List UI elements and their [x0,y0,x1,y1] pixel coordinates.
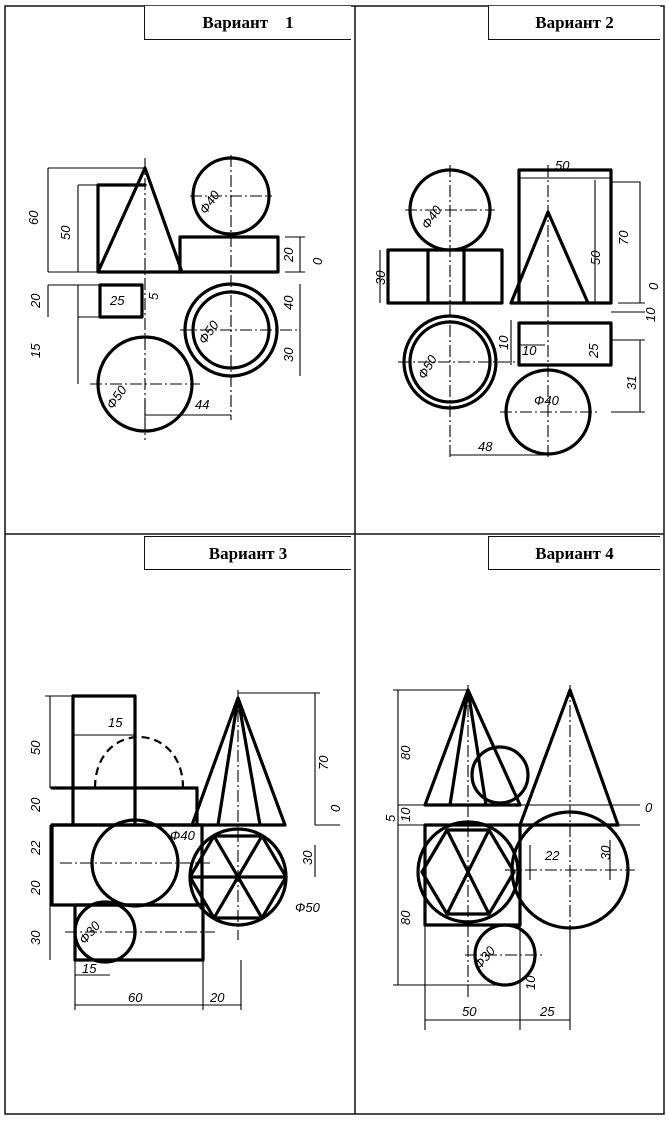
v3-dim-6: 22 [28,840,43,856]
v3-dim-2: 15 [108,715,123,730]
variant-3-title: Вариант 3 [144,536,351,570]
variant-4-drawing: 80 5 10 0 22 30 80 Ф30 10 50 25 [383,685,653,1030]
v2-dim-4: Ф40 [418,202,445,232]
v3-dim-7: 20 [28,880,43,896]
v3-dim-14: 60 [128,990,143,1005]
v1-dim-6: 5 [146,292,161,300]
v3-dim-12: Ф30 [76,918,104,947]
v1-dim-12: Ф50 [103,382,130,412]
v2-dim-5: 30 [373,270,388,285]
v3-dim-1: 50 [28,740,43,755]
v4-dim-10: 50 [462,1004,477,1019]
v1-dim-7: 20 [281,247,296,263]
v4-dim-4: 0 [645,800,653,815]
v2-dim-2: 70 [616,230,631,245]
v4-dim-3: 10 [398,807,413,822]
v3-upper-blocks [50,694,199,827]
v2-dim-14: 48 [478,439,493,454]
v3-dim-15: 20 [209,990,225,1005]
variant-2-title: Вариант 2 [488,6,660,40]
v4-dimension-lines [393,689,640,1030]
v4-circle-hex [416,820,520,924]
variant-1-drawing: 60 50 20 15 25 5 20 0 40 30 Ф50 Ф50 Ф40 … [26,155,325,440]
v2-dim-6: 10 [643,307,658,322]
v4-dim-1: 80 [398,745,413,760]
v1-small-rect [98,283,144,319]
v2-dim-1: 50 [555,158,570,173]
v3-dim-11: Ф50 [295,900,321,915]
variant-3-drawing: 50 15 20 70 0 22 20 30 30 Ф40 Ф50 Ф30 15… [28,690,343,1010]
v3-dim-13: 15 [82,961,97,976]
variant-4-title: Вариант 4 [488,536,660,570]
v3-dim-9: 30 [300,850,315,865]
v1-dim-8: 0 [310,257,325,265]
v1-dim-4: 15 [28,343,43,358]
v1-dim-13: Ф40 [196,187,223,217]
v3-dim-10: Ф40 [170,828,196,843]
v2-dim-8: 10 [496,335,511,350]
v1-cone-projection [96,166,184,274]
v1-dim-14: 44 [195,397,209,412]
v1-dim-9: 40 [281,295,296,310]
v2-dim-10: 25 [586,343,601,359]
v2-prism [386,248,504,305]
v1-block [178,235,280,274]
variant-1-title: Вариант 1 [144,6,351,40]
v2-dim-7: 0 [646,282,661,290]
v3-hexagon [188,834,288,920]
v4-dim-7: 80 [398,910,413,925]
v3-dim-8: 30 [28,930,43,945]
v2-dim-11: 31 [624,376,639,390]
v4-hexagon [420,828,516,916]
v2-cone-box [509,168,613,305]
v1-dim-2: 50 [58,225,73,240]
v4-dim-5: 22 [544,848,560,863]
v1-dim-11: Ф50 [195,317,222,347]
v2-dim-3: 50 [588,250,603,265]
v3-dimension-lines [45,692,340,1010]
v1-dim-1: 60 [26,210,41,225]
v1-dimension-lines [47,167,305,420]
v4-dim-6: 30 [598,845,613,860]
v4-circle-small [470,745,530,805]
v1-dim-3: 20 [28,293,43,309]
v3-hidden-arc [93,736,185,789]
v4-dim-2: 5 [383,814,398,822]
v3-dim-3: 20 [28,797,43,813]
v1-dim-5: 25 [109,293,125,308]
variant-2-drawing: 50 70 50 Ф40 30 10 0 10 10 25 31 Ф50 Ф40… [373,158,661,460]
v4-dim-9: 10 [523,975,538,990]
v2-dim-13: Ф40 [534,393,560,408]
v3-dim-4: 70 [316,755,331,770]
v2-dimension-lines [379,177,645,456]
v2-dim-12: Ф50 [415,352,441,382]
v4-dim-11: 25 [539,1004,555,1019]
v1-dim-10: 30 [281,347,296,362]
v2-prism-edges [426,248,466,305]
v2-dim-9: 10 [522,343,537,358]
v3-dim-5: 0 [328,804,343,812]
